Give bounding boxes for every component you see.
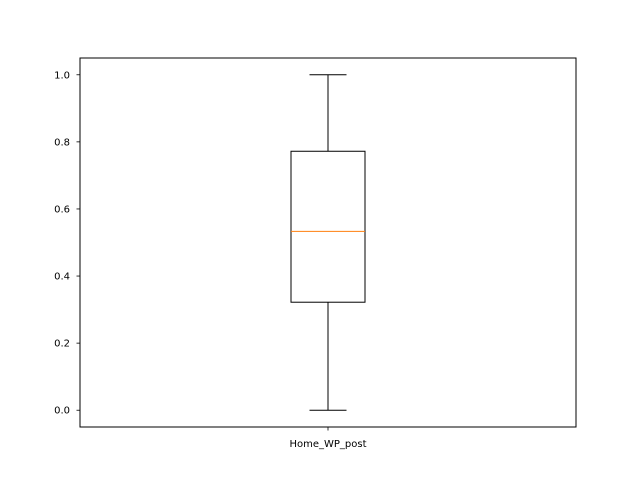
- y-tick-label: 0.0: [54, 406, 70, 417]
- y-tick-label: 0.2: [54, 339, 70, 350]
- y-axis: 0.0 0.2 0.4 0.6 0.8 1.0: [54, 70, 80, 417]
- y-tick-label: 0.4: [54, 272, 70, 283]
- box-iqr: [290, 150, 366, 303]
- plot-frame: [79, 57, 577, 428]
- x-axis: Home_WP_post: [289, 427, 367, 450]
- y-tick-label: 0.8: [54, 137, 70, 148]
- y-tick-label: 1.0: [54, 70, 70, 81]
- chart-marks: [290, 74, 366, 411]
- x-tick-label: Home_WP_post: [289, 439, 366, 450]
- y-tick-label: 0.6: [54, 204, 70, 215]
